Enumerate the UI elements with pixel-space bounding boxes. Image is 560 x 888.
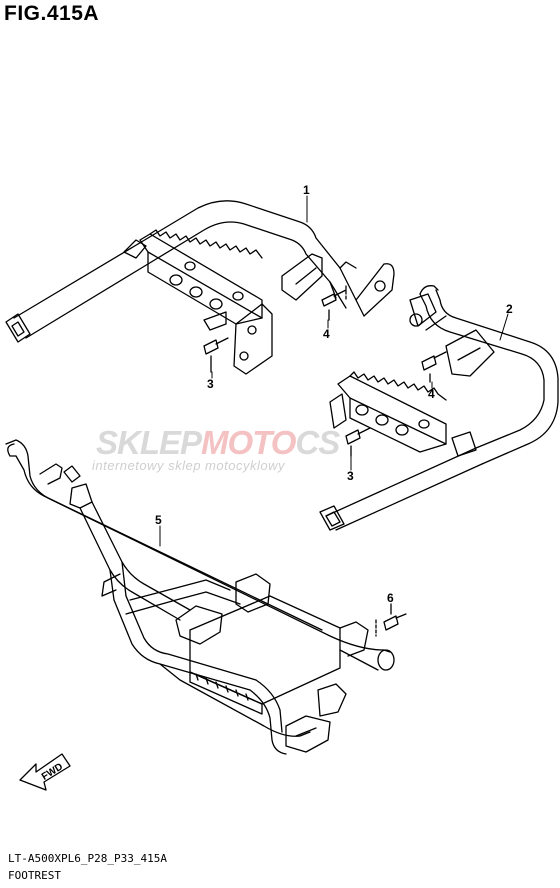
callout-6: 6 <box>387 591 394 605</box>
leader-lines <box>159 195 509 547</box>
callout-5: 5 <box>155 513 162 527</box>
bolt-4-lower <box>421 351 447 383</box>
fwd-direction-arrow: FWD <box>19 753 71 791</box>
part-5-bumper <box>5 439 395 755</box>
bolt-6 <box>375 603 407 637</box>
watermark-subtitle: internetowy sklep motocyklowy <box>92 458 285 473</box>
watermark-part-b: MOTO <box>201 424 296 461</box>
callout-3-right: 3 <box>347 469 354 483</box>
section-name: FOOTREST <box>8 869 61 882</box>
callout-2: 2 <box>506 302 513 316</box>
figure-title: FIG.415A <box>4 2 100 25</box>
watermark-part-a: SKLEP <box>96 424 202 461</box>
callout-4-upper: 4 <box>323 327 330 341</box>
watermark-logo: SKLEPMOTOCS <box>96 424 340 462</box>
callout-1: 1 <box>303 183 310 197</box>
model-code: LT-A500XPL6_P28_P33_415A <box>8 852 167 865</box>
part-1-left-footrest <box>5 200 395 375</box>
callout-4-lower: 4 <box>428 387 435 401</box>
part-2-right-footrest <box>319 285 559 531</box>
callout-3-left: 3 <box>207 377 214 391</box>
bolt-3-right <box>345 427 371 457</box>
bolt-4-upper <box>321 285 347 321</box>
watermark-part-c: CS <box>295 424 340 461</box>
bolt-3-left <box>203 337 229 373</box>
